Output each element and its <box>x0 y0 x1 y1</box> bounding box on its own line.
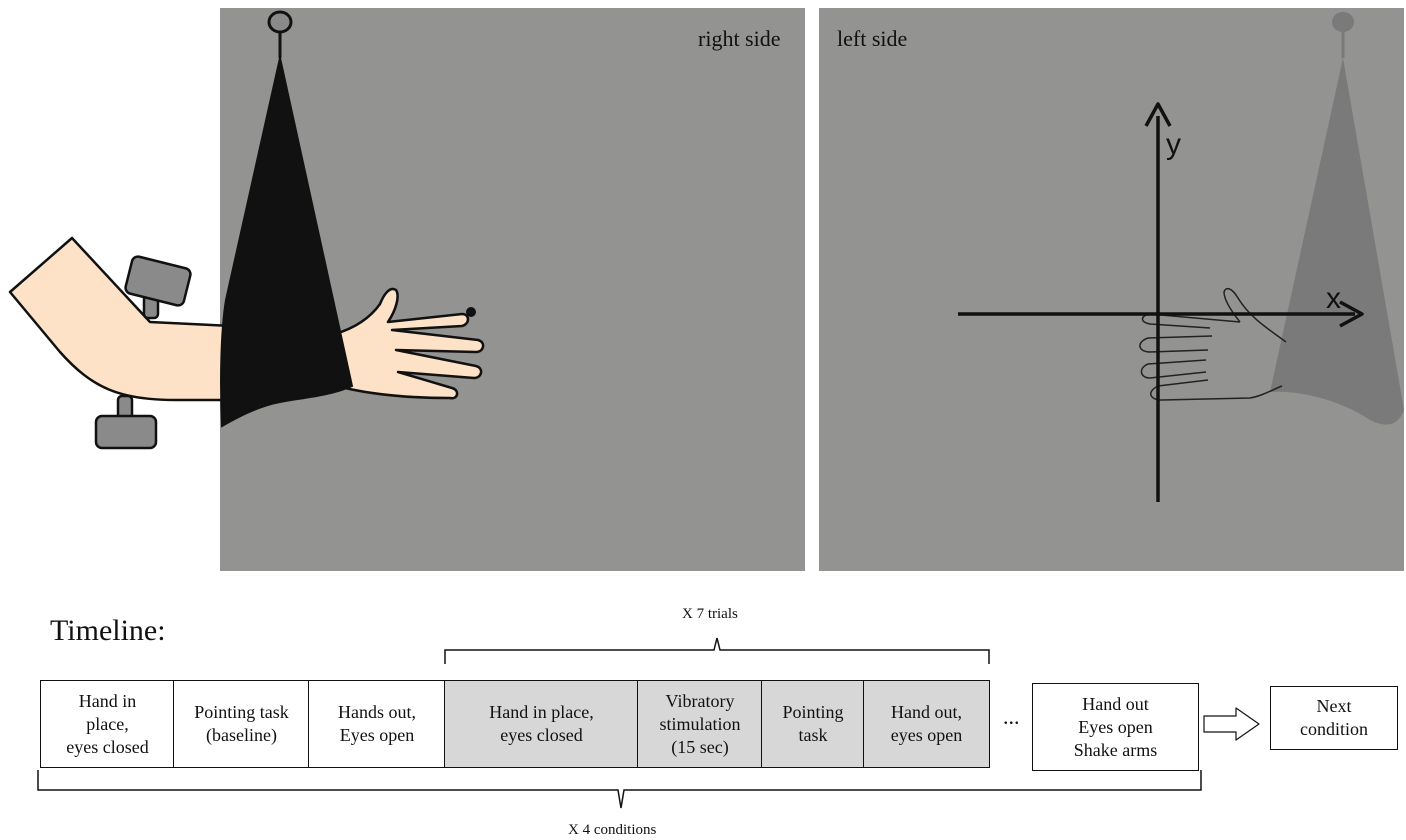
y-axis-label: y <box>1166 128 1181 161</box>
trial-step-hand-in-place: Hand in place, eyes closed <box>444 680 639 768</box>
cloth-drape <box>220 10 354 428</box>
coordinate-axes <box>958 102 1364 502</box>
trials-brace <box>444 637 990 664</box>
timeline-title: Timeline: <box>50 614 166 647</box>
left-side-label: left side <box>837 26 908 51</box>
trial-step-vibratory-stimulation: Vibratory stimulation (15 sec) <box>637 680 763 768</box>
step-shake-arms: Hand out Eyes open Shake arms <box>1032 683 1199 771</box>
step-hand-in-place: Hand in place, eyes closed <box>40 680 175 768</box>
trial-step-pointing-task: Pointing task <box>761 680 865 768</box>
conditions-brace <box>37 770 1202 809</box>
faded-hand-outline <box>1139 287 1287 401</box>
faded-cloth-drape <box>1270 12 1404 425</box>
right-side-label: right side <box>698 26 781 51</box>
vibrator-top-icon <box>124 255 192 320</box>
hand-illustration <box>333 287 485 400</box>
step-next-condition: Next condition <box>1270 686 1398 750</box>
step-hands-out: Hands out, Eyes open <box>308 680 446 768</box>
conditions-repeat-label: X 4 conditions <box>568 822 657 838</box>
vibrator-bottom-icon <box>94 394 158 450</box>
step-pointing-baseline: Pointing task (baseline) <box>173 680 310 768</box>
trial-step-hand-out: Hand out, eyes open <box>863 680 990 768</box>
x-axis-label: x <box>1326 282 1341 315</box>
arm-illustration <box>8 236 234 402</box>
trials-repeat-label: X 7 trials <box>682 606 738 622</box>
next-arrow-icon <box>1203 707 1260 741</box>
ellipsis: ... <box>1003 704 1020 729</box>
